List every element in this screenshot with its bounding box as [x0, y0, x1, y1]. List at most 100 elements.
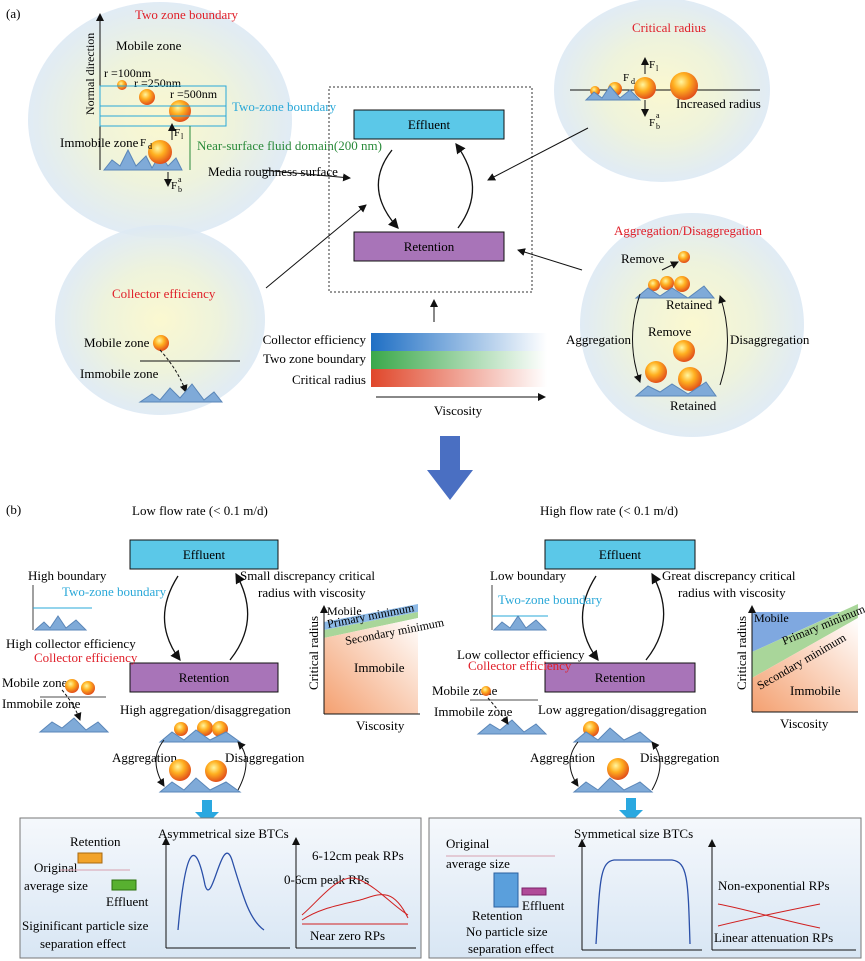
- great-discrepancy-1: Great discrepancy critical: [662, 568, 796, 583]
- small-discrepancy-1: Small discrepancy critical: [240, 568, 375, 583]
- remove-top-label: Remove: [621, 251, 665, 266]
- low-collector-efficiency: Collector efficiency: [34, 650, 138, 665]
- svg-text:F: F: [171, 180, 177, 192]
- svg-text:F: F: [140, 137, 146, 149]
- big-down-arrow: [427, 436, 473, 500]
- increased-radius-label: Increased radius: [676, 96, 761, 111]
- high-chart-immobile: Immobile: [790, 683, 841, 698]
- high-disaggregation: Disaggregation: [640, 750, 720, 765]
- low-box-separation-2: separation effect: [40, 936, 126, 951]
- svg-text:l: l: [181, 132, 184, 141]
- svg-text:F: F: [174, 127, 180, 139]
- disaggregation-label: Disaggregation: [730, 332, 810, 347]
- aggregation-title: Aggregation/Disaggregation: [614, 223, 763, 238]
- immobile-zone-label: Immobile zone: [60, 135, 139, 150]
- viscosity-legend: Collector efficiency Two zone boundary C…: [263, 332, 547, 418]
- retained-bottom-label: Retained: [670, 398, 717, 413]
- low-critical-radius-chart: Critical radius Viscosity Mobile Primary…: [306, 600, 446, 733]
- low-aggregation: Aggregation: [112, 750, 177, 765]
- collector-mobile-label: Mobile zone: [84, 335, 150, 350]
- svg-text:a: a: [656, 111, 660, 120]
- media-roughness-surface: [102, 148, 183, 171]
- low-peak-6-12: 6-12cm peak RPs: [312, 848, 404, 863]
- svg-text:F: F: [649, 59, 655, 71]
- low-chart-ylabel: Critical radius: [306, 616, 321, 690]
- high-non-exp: Non-exponential RPs: [718, 878, 830, 893]
- particle-250nm: [139, 89, 155, 105]
- low-btc-title: Asymmetrical size BTCs: [158, 826, 289, 841]
- remove-mid-label: Remove: [648, 324, 692, 339]
- low-boundary-label: Low boundary: [490, 568, 567, 583]
- high-title: High flow rate (< 0.1 m/d): [540, 503, 678, 518]
- svg-text:b: b: [656, 122, 660, 131]
- legend-bar-red: [371, 369, 547, 387]
- high-boundary-label: High boundary: [28, 568, 107, 583]
- high-box-retention: Retention: [472, 908, 523, 923]
- particle-retained: [148, 140, 172, 164]
- aggregation-module: Aggregation/Disaggregation Remove Retain…: [566, 213, 810, 437]
- low-flow-section: Low flow rate (< 0.1 m/d) Effluent Reten…: [2, 503, 446, 959]
- high-aggregation: Aggregation: [530, 750, 595, 765]
- high-critical-radius-chart: Critical radius Viscosity Mobile Primary…: [734, 601, 865, 731]
- svg-text:F: F: [623, 72, 629, 84]
- retained-top-label: Retained: [666, 297, 713, 312]
- high-agg-label: High aggregation/disaggregation: [120, 702, 291, 717]
- high-two-zone-label: Two-zone boundary: [498, 592, 603, 607]
- high-immobile-zone: Immobile zone: [434, 704, 513, 719]
- svg-text:b: b: [178, 185, 182, 194]
- low-mobile-zone: Mobile zone: [2, 675, 68, 690]
- two-zone-title: Two zone boundary: [135, 7, 239, 22]
- collector-module: Collector efficiency Mobile zone Immobil…: [55, 225, 265, 415]
- high-box-effluent: Effluent: [522, 898, 565, 913]
- small-discrepancy-2: radius with viscosity: [258, 585, 366, 600]
- legend-bar-green: [371, 351, 547, 369]
- panel-a-label: (a): [6, 6, 20, 21]
- two-zone-module: Two zone boundary Normal direction Mobil…: [28, 2, 382, 238]
- svg-text:l: l: [656, 64, 659, 73]
- low-retention-box: [129, 662, 279, 693]
- high-collector-label: High collector efficiency: [6, 636, 136, 651]
- panel-b-label: (b): [6, 502, 21, 517]
- dotted-frame: [328, 86, 533, 293]
- particle-100nm: [117, 80, 127, 90]
- low-chart-mobile: Mobile: [327, 604, 362, 618]
- high-collector-efficiency: Collector efficiency: [468, 658, 572, 673]
- viscosity-axis-label: Viscosity: [434, 403, 483, 418]
- effluent-box-a: [353, 109, 505, 140]
- collector-title: Collector efficiency: [112, 286, 216, 301]
- low-immobile-zone: Immobile zone: [2, 696, 81, 711]
- two-zone-boundary-label: Two-zone boundary: [232, 99, 337, 114]
- svg-text:a: a: [178, 175, 182, 184]
- legend-item-0: Collector efficiency: [263, 332, 367, 347]
- critical-radius-title: Critical radius: [632, 20, 706, 35]
- high-chart-xlabel: Viscosity: [780, 716, 829, 731]
- particle-500nm: [169, 100, 191, 122]
- high-box-separation-1: No particle size: [466, 924, 548, 939]
- low-box-separation-1: Siginificant particle size: [22, 918, 149, 933]
- high-btc-title: Symmetical size BTCs: [574, 826, 693, 841]
- low-collector-label: Low collector efficiency: [457, 647, 585, 662]
- low-box-retention: Retention: [70, 834, 121, 849]
- low-effluent-box: [129, 539, 279, 570]
- low-disaggregation: Disaggregation: [225, 750, 305, 765]
- high-effluent-box: [544, 539, 696, 570]
- r500-label: r =500nm: [170, 87, 218, 101]
- high-chart-ylabel: Critical radius: [734, 616, 749, 690]
- low-chart-xlabel: Viscosity: [356, 718, 405, 733]
- low-box-effluent: Effluent: [106, 894, 149, 909]
- legend-item-2: Critical radius: [292, 372, 366, 387]
- low-two-zone-label: Two-zone boundary: [62, 584, 167, 599]
- low-btc-box: Retention Original average size Effluent…: [19, 817, 422, 959]
- low-near-zero: Near zero RPs: [310, 928, 385, 943]
- collector-immobile-label: Immobile zone: [80, 366, 159, 381]
- retention-label-a: Retention: [404, 239, 455, 254]
- high-box-original-1: Original: [446, 836, 490, 851]
- high-btc-curve: [595, 859, 691, 945]
- low-agg-label: Low aggregation/disaggregation: [538, 702, 707, 717]
- high-mobile-zone: Mobile zone: [432, 683, 498, 698]
- critical-radius-module: Critical radius F l F d F b a Increased …: [554, 0, 770, 182]
- low-box-original-1: Original: [34, 860, 78, 875]
- low-chart-immobile: Immobile: [354, 660, 405, 675]
- low-box-original-2: average size: [24, 878, 88, 893]
